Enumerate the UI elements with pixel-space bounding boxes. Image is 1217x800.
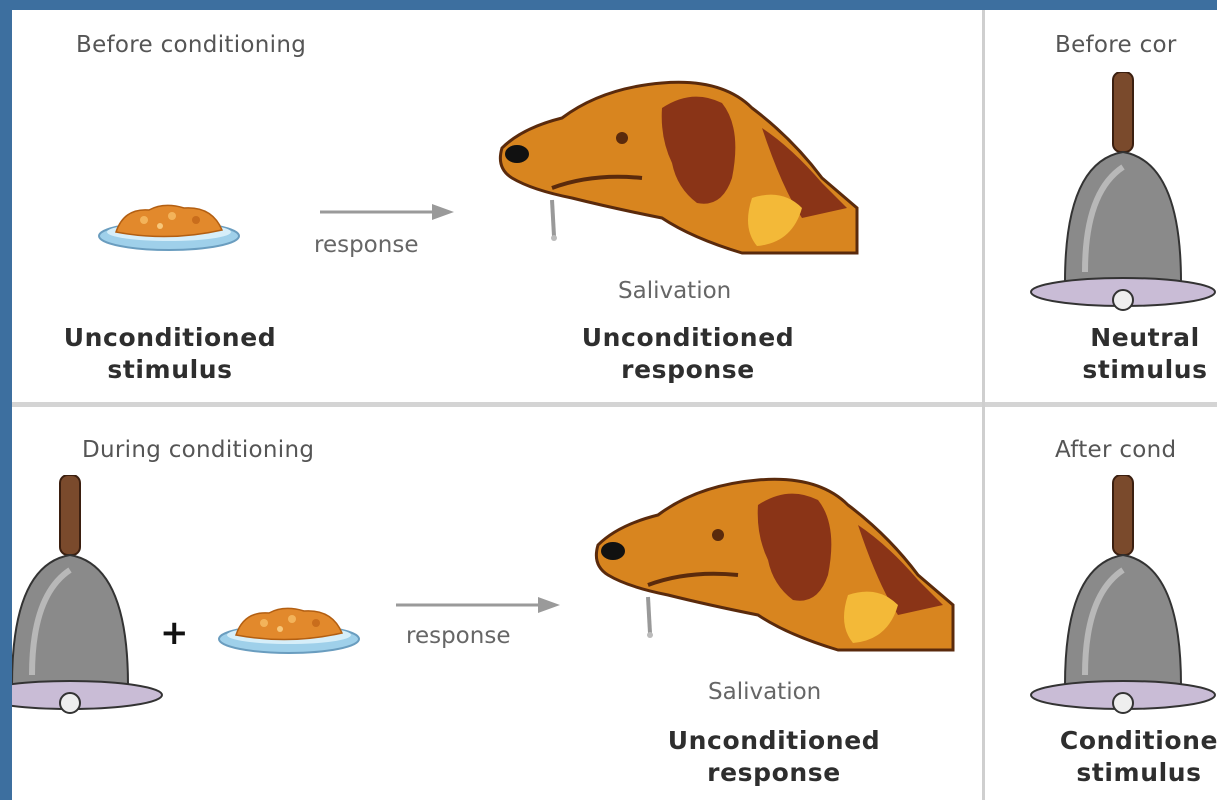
response-label-line2: response xyxy=(548,354,828,386)
response-label-line1: Unconditioned xyxy=(634,725,914,757)
stimulus-label: Unconditioned stimulus xyxy=(30,322,310,386)
stimulus-label-line2: stimulus xyxy=(30,354,310,386)
response-label: Unconditioned response xyxy=(548,322,828,386)
panel-during-conditioning: During conditioning + response xyxy=(12,407,982,800)
conditioned-stimulus-line2: stimulus xyxy=(1039,757,1217,789)
arrow-label: response xyxy=(406,623,510,649)
panel-after-conditioning-partial: After cond Conditione stimulus xyxy=(985,407,1217,800)
bell-icon xyxy=(1025,475,1217,715)
response-label: Unconditioned response xyxy=(634,725,914,789)
vertical-divider xyxy=(982,10,985,800)
plus-icon: + xyxy=(160,613,189,653)
panel-heading: Before conditioning xyxy=(76,32,306,58)
stimulus-label-line1: Unconditioned xyxy=(30,322,310,354)
neutral-stimulus-line1: Neutral xyxy=(1045,322,1217,354)
panel-before-conditioning-partial: Before cor Neutral stimulus xyxy=(985,10,1217,402)
neutral-stimulus-label: Neutral stimulus xyxy=(1045,322,1217,386)
dog-head-icon xyxy=(492,68,862,258)
panel-before-conditioning: Before conditioning response xyxy=(12,10,982,402)
arrow-label: response xyxy=(314,232,418,258)
dog-head-icon xyxy=(588,465,958,655)
food-dish-icon xyxy=(214,601,364,661)
conditioned-stimulus-label: Conditione stimulus xyxy=(1039,725,1217,789)
bell-icon xyxy=(1025,72,1217,312)
panel-heading: After cond xyxy=(1055,437,1176,463)
panel-heading: Before cor xyxy=(1055,32,1177,58)
food-dish-icon xyxy=(94,198,244,258)
response-word: Salivation xyxy=(618,278,731,304)
arrow-right-icon xyxy=(396,595,566,615)
bell-icon xyxy=(12,475,172,715)
response-label-line2: response xyxy=(634,757,914,789)
response-label-line1: Unconditioned xyxy=(548,322,828,354)
horizontal-divider xyxy=(12,402,1217,407)
arrow-right-icon xyxy=(320,202,460,222)
panel-heading: During conditioning xyxy=(82,437,314,463)
conditioned-stimulus-line1: Conditione xyxy=(1039,725,1217,757)
response-word: Salivation xyxy=(708,679,821,705)
neutral-stimulus-line2: stimulus xyxy=(1045,354,1217,386)
